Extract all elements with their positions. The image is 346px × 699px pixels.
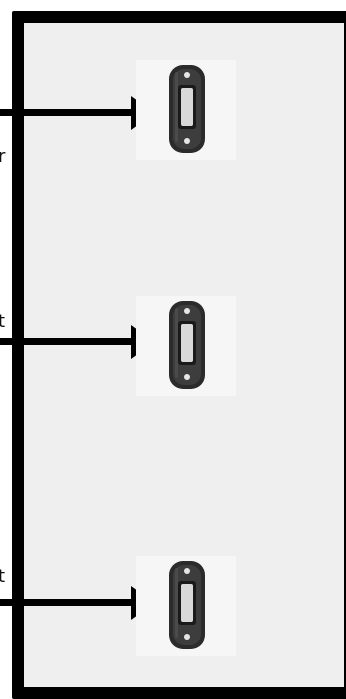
component-image-top [136,60,236,160]
rubber-grommet-bracket-icon [136,60,236,160]
rubber-grommet-bracket-icon [136,556,236,656]
arrow-middle-shaft [0,338,135,345]
label-fragment-middle: t [0,313,5,331]
component-image-middle [136,296,236,396]
arrow-bottom-shaft [0,599,135,606]
arrow-top-shaft [0,109,135,116]
label-fragment-top: r [0,148,5,166]
rubber-grommet-bracket-icon [136,296,236,396]
label-fragment-bottom: t [0,568,5,586]
component-image-bottom [136,556,236,656]
